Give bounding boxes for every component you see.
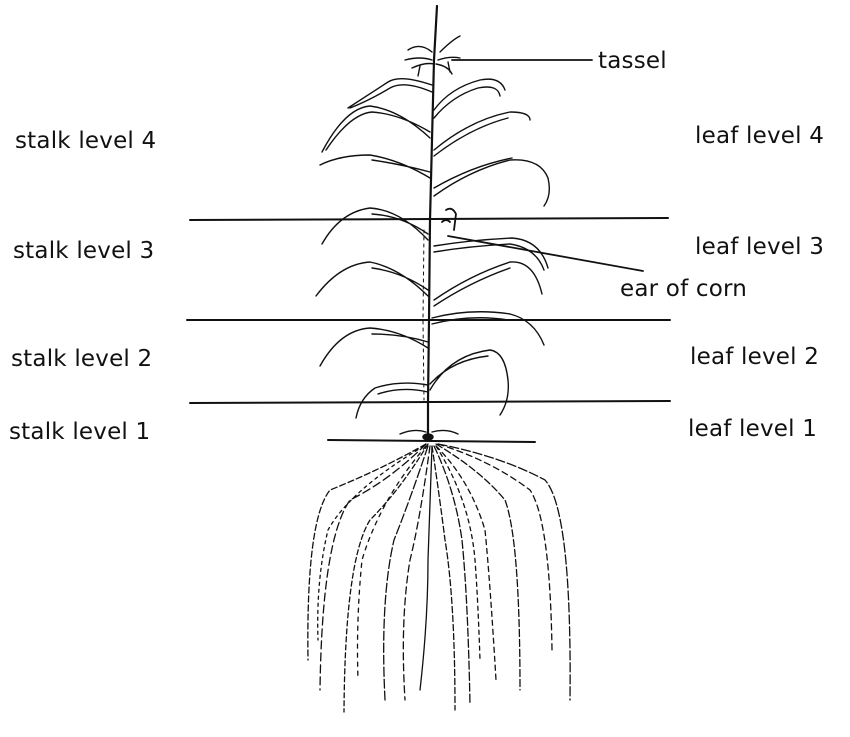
- leaf-level-1-label: leaf level 1: [688, 416, 818, 442]
- leaf-level-3-label: leaf level 3: [695, 234, 825, 260]
- tassel-label: tassel: [598, 48, 667, 74]
- leaf-level-2-label: leaf level 2: [690, 344, 820, 370]
- leaf-level-4-label: leaf level 4: [695, 123, 825, 149]
- stalk-level-2-label: stalk level 2: [11, 346, 153, 372]
- stalk-level-3-label: stalk level 3: [13, 238, 155, 264]
- ear-of-corn-label: ear of corn: [620, 276, 748, 302]
- ear-of-corn: [441, 207, 644, 272]
- leaves: [315, 77, 551, 419]
- stalk-level-4-label: stalk level 4: [15, 128, 157, 154]
- stalk-level-1-label: stalk level 1: [9, 419, 151, 445]
- base: [399, 429, 459, 441]
- roots: [307, 443, 571, 713]
- tassel: [404, 35, 593, 77]
- stalk: [422, 4, 439, 442]
